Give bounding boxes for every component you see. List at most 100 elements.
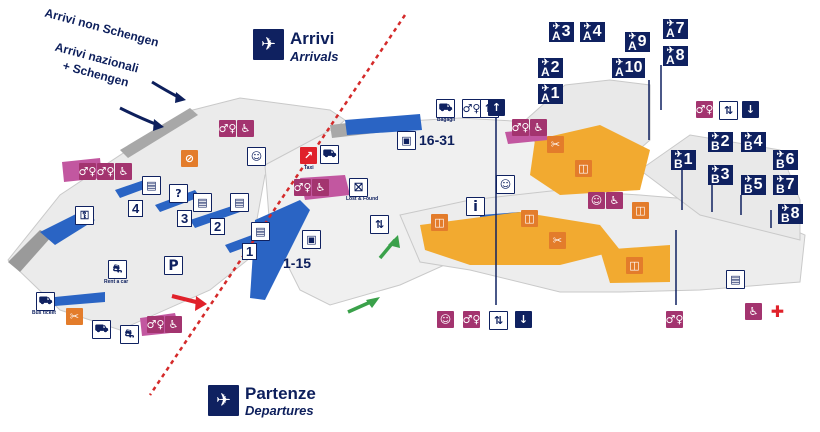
car-rental-icon: ⛐ (108, 260, 127, 279)
plane-icon: ✈B (711, 164, 720, 186)
plane-icon: ✈B (744, 131, 753, 153)
arrow-down-icon: ↓ (515, 311, 532, 328)
plane-icon: ✈B (776, 174, 785, 196)
plane-icon: ✈B (711, 131, 720, 153)
red-arrow (171, 294, 201, 305)
blue-area-bottom (55, 292, 105, 306)
baggage-claim-icon: ▤ (142, 176, 161, 195)
lost-found-small-label: Lost & Found (346, 196, 379, 202)
departures-subtitle: Departures (245, 403, 314, 418)
bus-icon: ⛟ (36, 292, 55, 311)
bus-ticket-icon: ⛟ (92, 320, 111, 339)
rent-small-label: Rent a car (104, 279, 129, 285)
plane-icon: ✈A (541, 57, 550, 79)
belt-number-2: 2 (210, 218, 226, 235)
belt-number-4: 4 (128, 200, 144, 217)
toilets-icon: ♂♀ (511, 119, 530, 136)
arrivals-title: Arrivi (290, 29, 335, 48)
wall-left (8, 230, 52, 272)
toilets-icon: ♂♀ (218, 120, 237, 137)
plane-icon: ✈B (674, 149, 683, 171)
shuttle-icon: ⛐ (120, 325, 139, 344)
checkin-icon: ▣ (397, 131, 416, 150)
plane-icon: ✈A (666, 18, 675, 40)
toilets-icon: ♂♀ (146, 316, 165, 333)
first-aid-icon: ✚ (769, 302, 786, 321)
plane-icon: ✈A (615, 57, 624, 79)
bus-small-label: Bus ticket (32, 310, 56, 316)
belt-shape-2 (190, 205, 240, 228)
checkin-right-label: 16-31 (419, 132, 455, 148)
shop-icon: ◫ (626, 257, 643, 274)
plane-icon: ✈A (666, 45, 675, 67)
wheelchair-icon: ♿ (745, 303, 762, 320)
wheelchair-icon: ♿ (530, 119, 547, 136)
toilets-icon: ♂♀ (462, 99, 481, 118)
taxi-small-label: Taxi (304, 165, 314, 171)
baby-care-icon: ☺ (588, 192, 605, 209)
baggage-claim-icon: ▤ (251, 222, 270, 241)
restaurant-icon: ✂ (66, 308, 83, 325)
wall-top-left (120, 108, 198, 158)
elevator-icon: ⇅ (489, 311, 508, 330)
shop-icon: ◫ (431, 214, 448, 231)
plane-takeoff-icon: ✈ (208, 385, 239, 416)
wheelchair-icon: ♿ (165, 316, 182, 333)
restricted-sign-icon: ⊘ (181, 150, 198, 167)
plane-icon: ✈A (541, 83, 550, 105)
restaurant-icon: ✂ (549, 232, 566, 249)
plane-icon: ✈B (744, 174, 753, 196)
shops-area-center (420, 212, 620, 265)
info-point-icon: i (466, 197, 485, 216)
plane-icon: ✈B (776, 149, 785, 171)
customs-officer-icon: ☺ (247, 147, 266, 166)
elevator-icon: ⇅ (719, 101, 738, 120)
red-exit-icon: ↗ (300, 147, 317, 164)
checkin-icon: ▣ (302, 230, 321, 249)
arrow-up-icon: ↑ (488, 99, 505, 116)
baggage-claim-icon: ▤ (193, 193, 212, 212)
baggage-small-label: Bagagli (437, 117, 456, 123)
baggage-claim-icon: ▤ (726, 270, 745, 289)
toilets-icon: ♂♀ (78, 163, 97, 180)
plane-landing-icon: ✈ (253, 29, 284, 60)
wheelchair-icon: ♿ (606, 192, 623, 209)
plane-icon: ✈B (781, 203, 790, 225)
taxi-icon: ⛟ (320, 145, 339, 164)
plane-icon: ✈A (583, 21, 592, 43)
rent-a-car-icon: ⚿ (75, 206, 94, 225)
wheelchair-icon: ♿ (237, 120, 254, 137)
blue-area-checkin-right (345, 114, 422, 135)
parking-icon: P (164, 256, 183, 275)
national-schengen-arrow (119, 106, 159, 127)
shop-icon: ◫ (575, 160, 592, 177)
wheelchair-icon: ♿ (312, 179, 329, 196)
wheelchair-icon: ♿ (115, 163, 132, 180)
toilets-icon: ♂♀ (293, 179, 312, 196)
arrow-down-icon: ↓ (742, 101, 759, 118)
shop-icon: ◫ (632, 202, 649, 219)
toilets-icon: ♂♀ (695, 101, 714, 118)
baby-care-icon: ☺ (437, 311, 454, 328)
toilets-icon: ♂♀ (462, 311, 481, 328)
lost-found-icon: ⛝ (349, 178, 368, 197)
checkin-left-label: 1-15 (283, 255, 312, 271)
plane-icon: ✈A (628, 31, 637, 53)
plane-icon: ✈A (552, 21, 561, 43)
